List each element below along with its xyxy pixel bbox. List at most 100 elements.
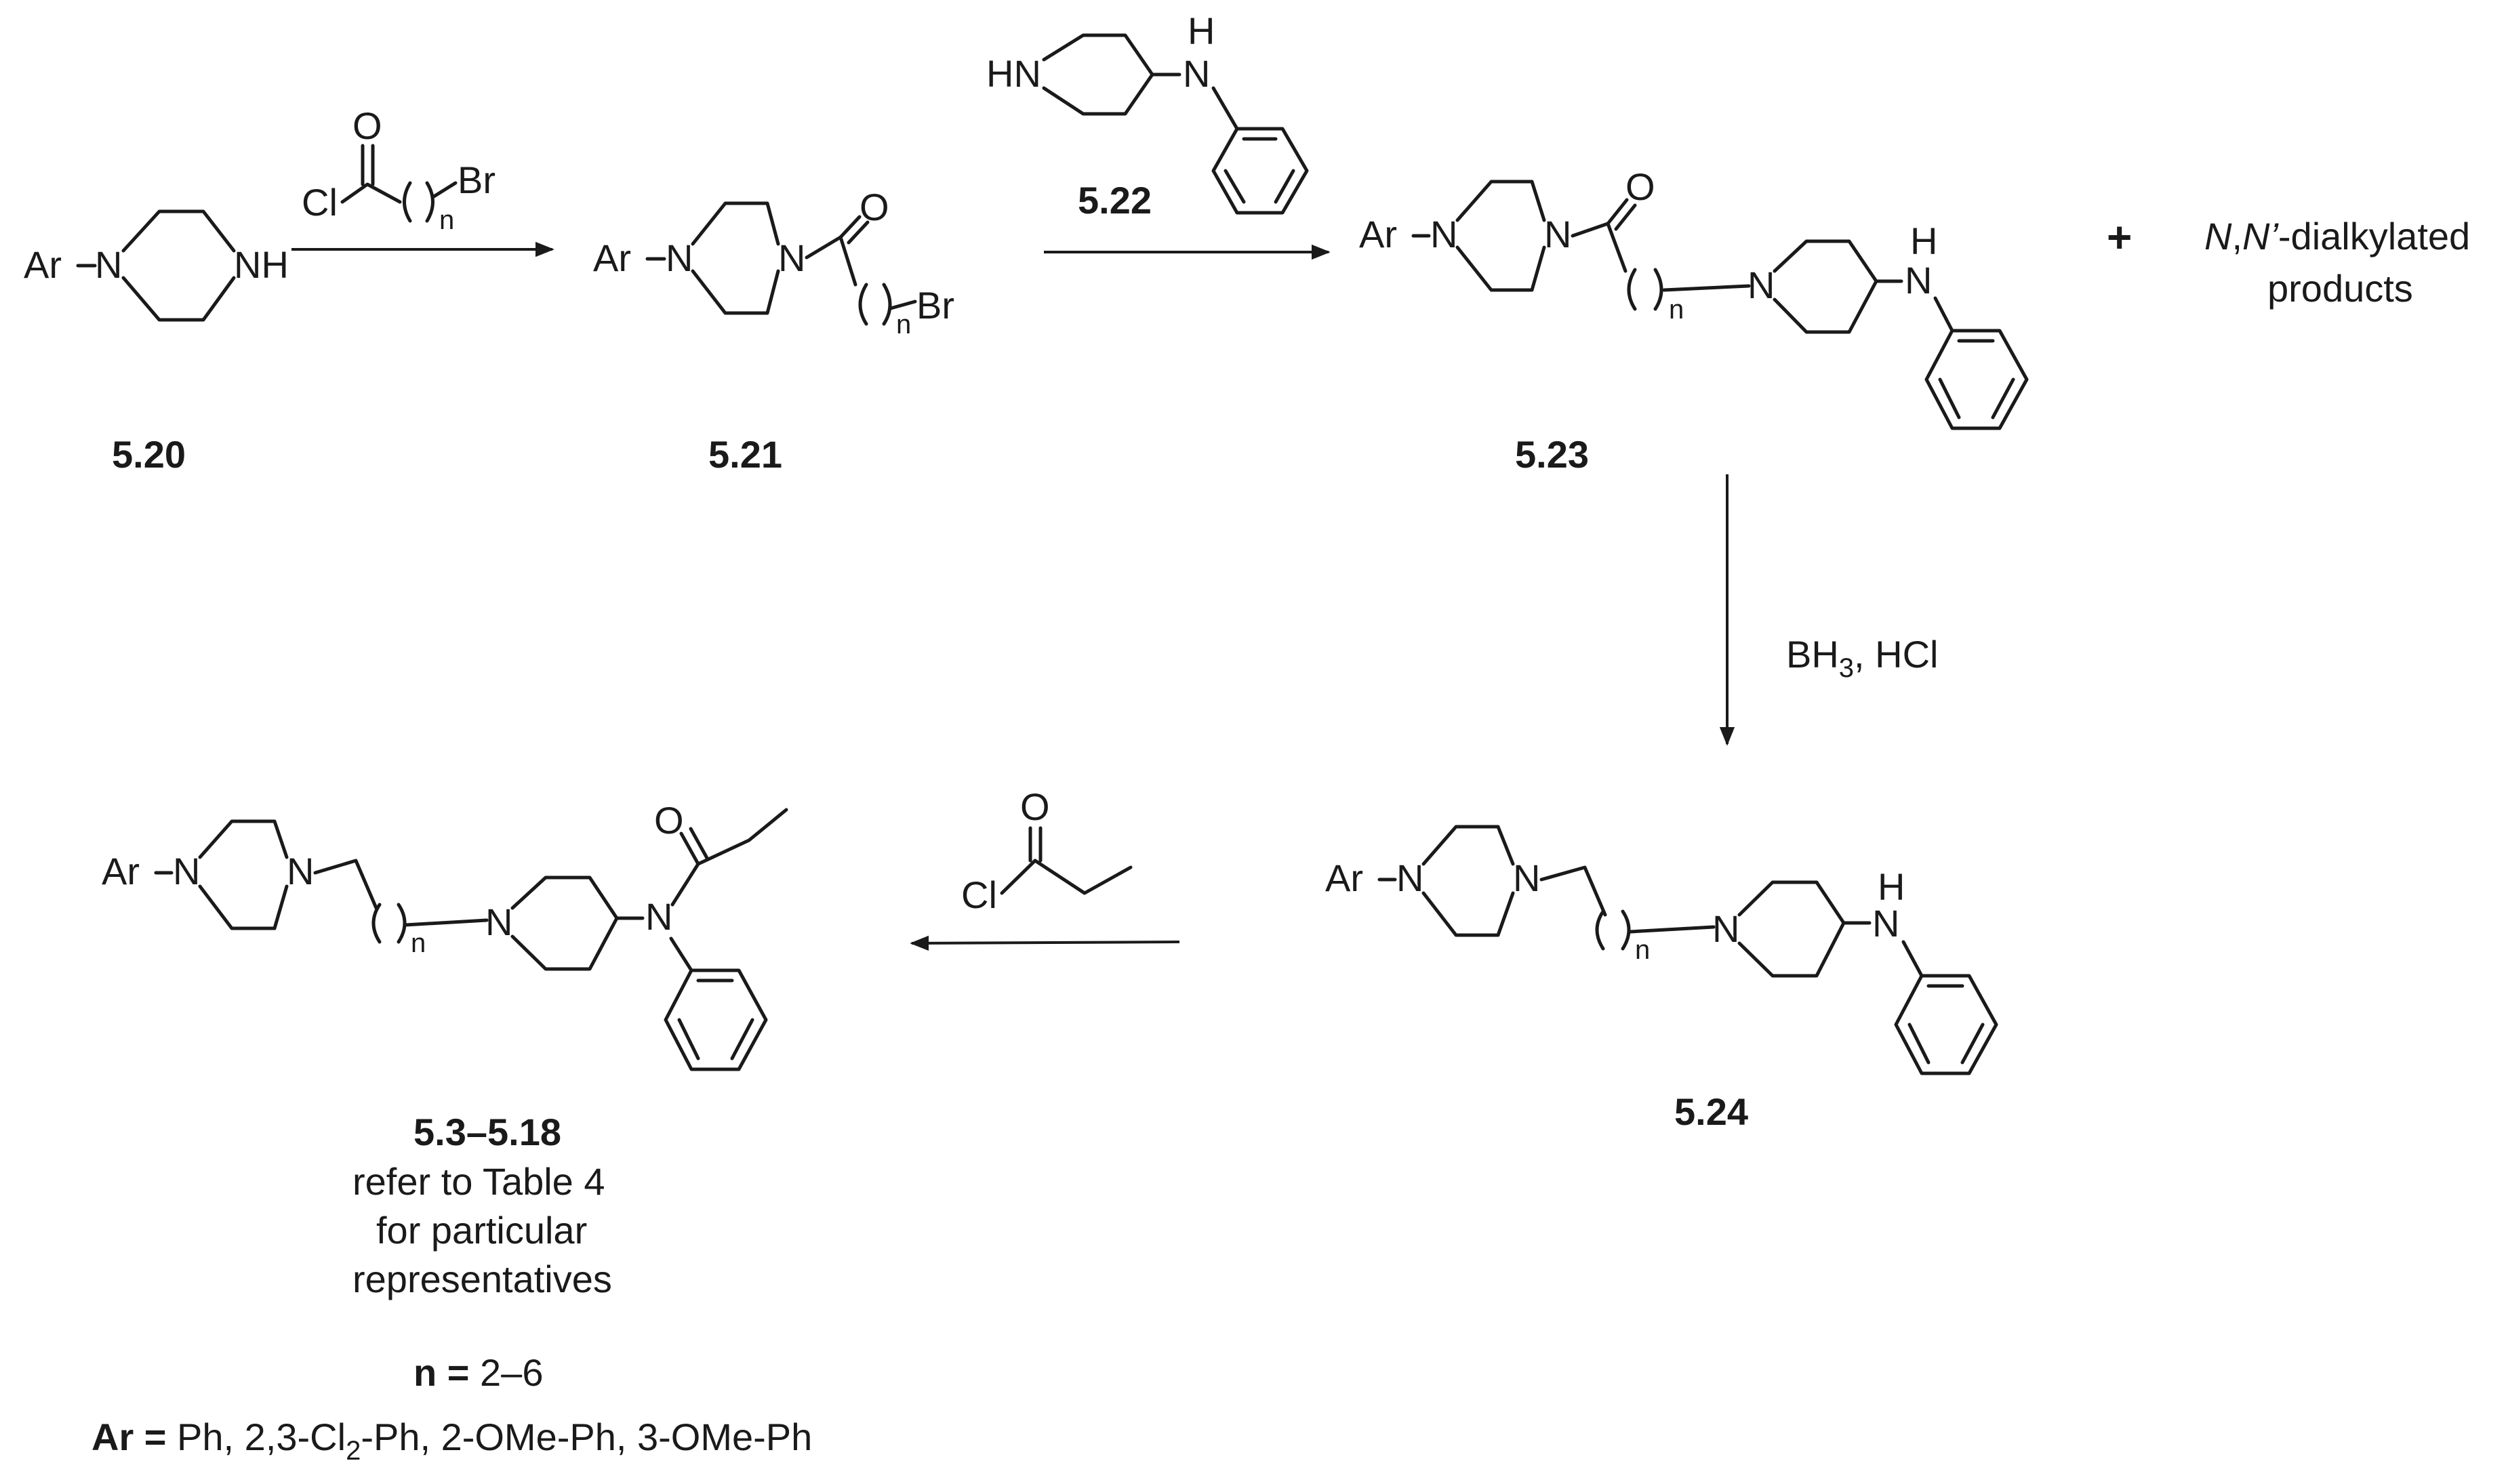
structure-5-20: Ar N NH 5.20 [24, 209, 289, 476]
atom-n: N [1396, 857, 1423, 899]
subscript-n: n [439, 205, 454, 235]
bond [1662, 284, 1751, 292]
atom-n: N [1872, 902, 1899, 945]
bond [1901, 940, 1924, 978]
atom-n: N [95, 243, 122, 286]
subscript-n: n [896, 310, 911, 339]
atom-n: N [1905, 259, 1932, 302]
footnote-line-3: representatives [352, 1258, 612, 1300]
reagent-bh3-hcl: BH3, HCl [1786, 633, 1939, 683]
phenyl-ring [1211, 127, 1309, 215]
compound-label-5-3-to-5-18: 5.3–5.18 [413, 1111, 561, 1153]
bond [313, 859, 378, 910]
carbonyl-double-bond [1028, 826, 1043, 863]
atom-h: H [1188, 9, 1215, 52]
bond [403, 918, 489, 927]
atom-n: N [666, 236, 693, 279]
atom-cl: Cl [302, 181, 338, 224]
compound-label-5-23: 5.23 [1515, 433, 1589, 476]
plus-sign: + [2107, 213, 2132, 262]
phenyl-double-bonds [1224, 137, 1295, 204]
atom-n: N [778, 236, 805, 279]
atom-br: Br [458, 159, 496, 201]
reagent-propionyl-chloride: O Cl [961, 785, 1133, 916]
atom-o: O [1020, 785, 1050, 828]
structure-5-21: Ar N N O n Br 5.21 [593, 186, 954, 476]
carbonyl-double-bond [838, 215, 870, 245]
bond [805, 235, 843, 260]
carbonyl-double-bond [1606, 198, 1637, 231]
phenyl-ring [664, 968, 768, 1071]
atom-h: H [1910, 220, 1937, 262]
bond [1606, 222, 1628, 273]
side-product-note: + N,N’-dialkylated products [2107, 213, 2470, 310]
bond [1628, 925, 1716, 934]
atom-o: O [860, 186, 889, 228]
phenyl-double-bonds [677, 978, 754, 1060]
carbonyl-double-bond [679, 827, 710, 866]
bond [1000, 859, 1133, 895]
ar-definition: Ar = Ph, 2,3-Cl2-Ph, 2-OMe-Ph, 3-OMe-Ph [92, 1416, 812, 1466]
subscript-n: n [1635, 935, 1650, 965]
atom-n: N [485, 901, 512, 943]
phenyl-double-bonds [1907, 984, 1985, 1065]
compound-label-5-20: 5.20 [112, 433, 186, 476]
atom-n: N [1513, 857, 1540, 899]
reaction-arrow-4 [910, 935, 1180, 951]
structure-5-3-to-5-18: Ar N N n N N O 5.3–5.18 [102, 799, 788, 1153]
compound-label-5-21: 5.21 [708, 433, 782, 476]
footnote-line-2: for particular [376, 1209, 587, 1252]
piperazine-ring [1421, 825, 1515, 937]
piperidine-ring [510, 875, 619, 971]
bond [340, 182, 402, 204]
atom-cl: Cl [961, 873, 997, 916]
atom-o: O [654, 799, 684, 842]
atom-ar: Ar [1359, 213, 1397, 255]
structure-5-22: HN H N 5.22 [986, 9, 1309, 222]
reagent-bromoacyl-chloride: O Cl n Br [302, 104, 496, 235]
chain-bracket [403, 181, 434, 223]
amide-bond [670, 862, 700, 907]
atom-ar: Ar [24, 243, 62, 286]
bond [1933, 296, 1954, 333]
atom-n: N [1183, 52, 1210, 95]
bond [432, 181, 458, 199]
atom-ar: Ar [1325, 857, 1363, 899]
piperazine-ring [198, 819, 289, 930]
subscript-n: n [411, 928, 426, 958]
chain-bracket [371, 903, 407, 944]
atom-n: N [1430, 213, 1457, 255]
atom-n: N [1747, 264, 1775, 306]
atom-n: N [645, 895, 672, 938]
atom-ar: Ar [102, 850, 140, 892]
piperazine-ring [691, 201, 780, 315]
atom-ar: Ar [593, 236, 631, 279]
footnote: refer to Table 4 for particular represen… [92, 1160, 812, 1466]
chain-bracket [858, 283, 892, 326]
bond [669, 936, 693, 972]
atom-n: N [1712, 907, 1739, 950]
compound-label-5-24: 5.24 [1674, 1090, 1748, 1133]
piperidine-ring [1773, 239, 1878, 334]
phenyl-ring [1894, 974, 1998, 1075]
atom-o: O [1625, 165, 1655, 208]
atom-o: O [352, 104, 382, 147]
atom-h: H [1878, 865, 1905, 908]
chain-bracket [1627, 268, 1663, 311]
phenyl-double-bonds [1938, 339, 2015, 419]
bond [1539, 865, 1607, 917]
atom-nh: NH [234, 243, 289, 286]
footnote-line-1: refer to Table 4 [352, 1160, 605, 1203]
bond [1211, 86, 1239, 131]
atom-hn: HN [986, 52, 1041, 95]
phenyl-ring [1924, 329, 2029, 430]
atom-br: Br [916, 284, 954, 327]
subscript-n: n [1669, 295, 1684, 325]
piperazine-ring [121, 209, 236, 322]
ethyl-chain [696, 808, 788, 866]
atom-n: N [1544, 213, 1571, 255]
piperidine-ring [1042, 33, 1154, 116]
side-product-line-2: products [2267, 267, 2413, 310]
piperazine-ring [1455, 180, 1546, 292]
piperidine-ring [1737, 880, 1846, 978]
